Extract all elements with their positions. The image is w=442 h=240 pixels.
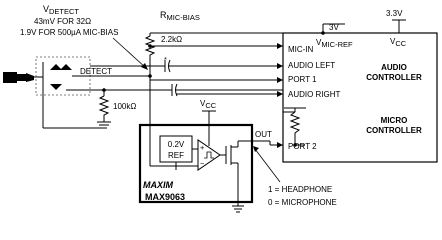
rmic-bias-label: RMIC-BIAS — [160, 10, 200, 22]
controller-title-line4: CONTROLLER — [366, 126, 422, 135]
pin-mic-in-label: MIC-IN — [288, 45, 314, 54]
part-number-label: MAX9063 — [145, 192, 185, 202]
resistor-100k-label: 100kΩ — [113, 102, 136, 111]
maxim-logo: MAXIM — [143, 180, 174, 190]
pin-port1-label: PORT 1 — [288, 75, 317, 84]
controller-title-line1: AUDIO — [381, 63, 407, 72]
controller-title-line3: MICRO — [381, 116, 408, 125]
chip-vcc-label: VCC — [200, 99, 217, 110]
vdetect-mic-spec: 1.9V FOR 500µA MIC-BIAS — [20, 28, 118, 37]
max9063-chip-outline — [138, 123, 254, 204]
controller-vcc-label: VCC — [390, 37, 407, 48]
svg-text:−: − — [200, 159, 205, 168]
pullup-resistor — [289, 111, 301, 145]
controller-title-line2: CONTROLLER — [366, 73, 422, 82]
pin-audio-left-label: AUDIO LEFT — [288, 61, 335, 70]
resistor-100k — [98, 95, 110, 122]
max9063-application-circuit: AUDIO CONTROLLER MICRO CONTROLLER MIC-IN… — [3, 4, 438, 213]
pin-audio-right-label: AUDIO RIGHT — [288, 90, 341, 99]
detect-net-label: DETECT — [80, 67, 112, 76]
comparator-icon — [197, 139, 221, 171]
ref-voltage-label: 0.2V — [168, 140, 185, 149]
legend-microphone: 0 = MICROPHONE — [268, 198, 337, 207]
chip-out-label: OUT — [255, 130, 272, 139]
supply-3v3-label: 3.3V — [386, 9, 403, 18]
pin-port2-label: PORT 2 — [288, 142, 317, 151]
vmicref-label: VMIC-REF — [316, 38, 353, 49]
ref-label: REF — [168, 151, 184, 160]
vdetect-title: VDETECT — [43, 4, 79, 16]
rmic-bias-value: 2.2kΩ — [161, 35, 182, 44]
svg-text:+: + — [200, 143, 205, 152]
audio-micro-controller-block — [282, 32, 438, 163]
capacitor-asterisk: * — [164, 55, 167, 64]
vdetect-headphone-spec: 43mV FOR 32Ω — [34, 17, 91, 26]
legend-headphone: 1 = HEADPHONE — [268, 185, 332, 194]
audio-jack-icon — [3, 72, 38, 83]
three-volt-label: 3V — [329, 23, 339, 32]
